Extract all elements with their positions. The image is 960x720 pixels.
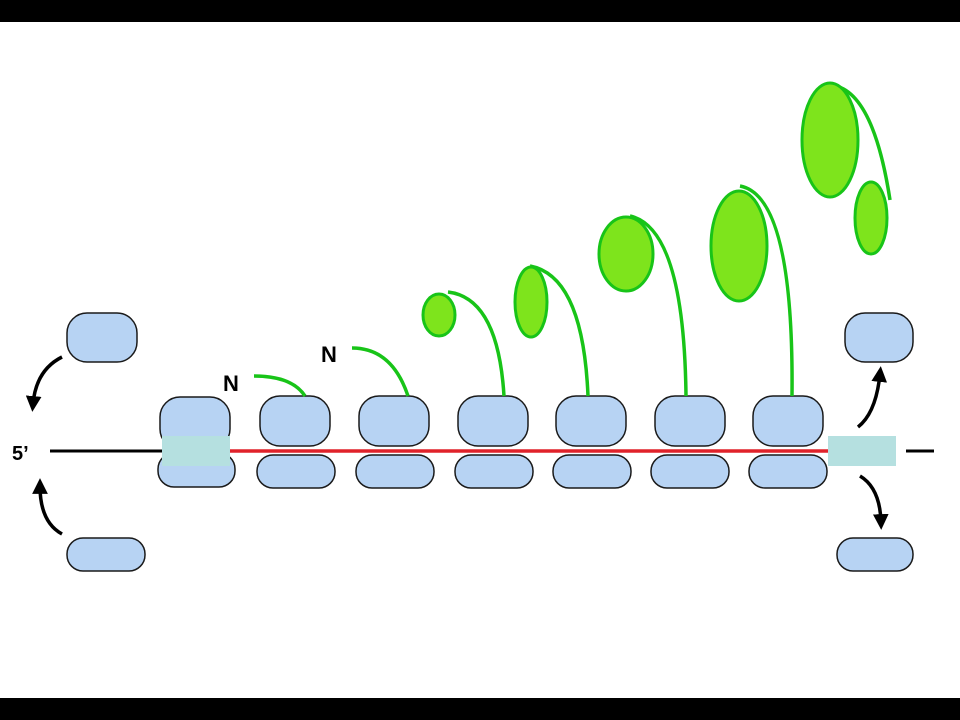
free-small-subunit-right — [836, 537, 914, 572]
large-subunit — [358, 395, 430, 447]
small-subunit — [748, 454, 828, 489]
arrow-small-subunit-release — [859, 474, 889, 530]
large-subunit — [259, 395, 331, 447]
n-terminus-label-2: N — [321, 342, 337, 367]
canvas-background — [0, 22, 960, 698]
large-subunit — [654, 395, 726, 447]
polypeptide-5 — [597, 214, 688, 397]
folded-domain — [597, 215, 655, 293]
n-terminus-label-1: N — [223, 371, 239, 396]
ribosome-2 — [355, 395, 435, 489]
folded-domain — [513, 265, 549, 339]
arrow-large-subunit-release — [856, 366, 888, 429]
free-large-subunit-left — [66, 312, 138, 363]
polypeptide-3 — [421, 290, 506, 397]
large-subunit — [752, 395, 824, 447]
small-subunit — [355, 454, 435, 489]
stop-codon-box — [828, 436, 896, 466]
ribosome-5 — [650, 395, 730, 489]
free-small-subunit-left — [66, 537, 146, 572]
polypeptide-released — [800, 81, 892, 256]
bottom-black-bar — [0, 698, 960, 720]
small-subunit — [256, 454, 336, 489]
large-subunit — [457, 395, 529, 447]
large-subunit — [555, 395, 627, 447]
small-subunit — [552, 454, 632, 489]
folded-domain — [709, 189, 769, 303]
ribosome-6 — [748, 395, 828, 489]
folded-domain — [421, 292, 457, 338]
ribosome-3 — [454, 395, 534, 489]
arrow-large-subunit-joining — [25, 355, 63, 412]
free-large-subunit-right — [844, 312, 914, 363]
polypeptide-2 — [351, 346, 410, 397]
folded-domain-large — [800, 81, 860, 199]
polypeptide-1 — [253, 374, 307, 398]
small-subunit — [650, 454, 730, 489]
polypeptide-6 — [709, 184, 794, 397]
ribosome-4 — [552, 395, 632, 489]
top-black-bar — [0, 0, 960, 22]
folded-domain-small — [853, 180, 889, 256]
five-prime-label: 5’ — [12, 443, 29, 465]
ribosome-1 — [256, 395, 336, 489]
polypeptide-4 — [513, 264, 590, 397]
small-subunit — [454, 454, 534, 489]
start-codon-box — [162, 436, 230, 466]
arrow-small-subunit-joining — [32, 478, 63, 536]
